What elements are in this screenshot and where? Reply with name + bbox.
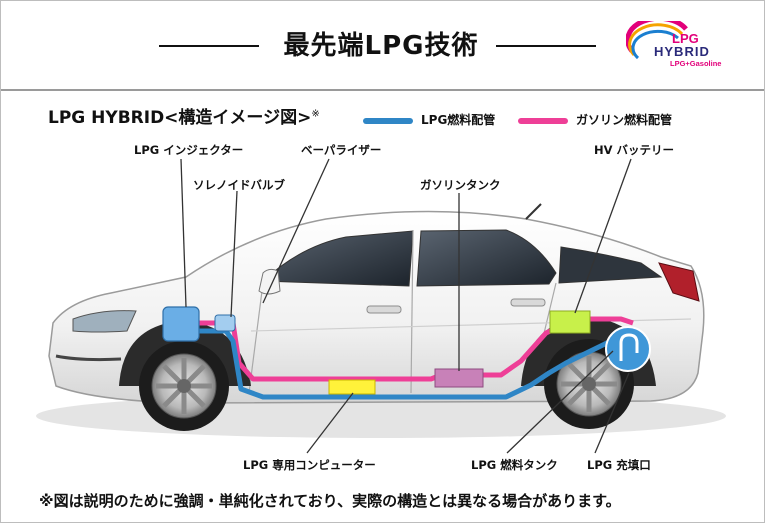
legend-lpg-label: LPG燃料配管: [421, 113, 496, 127]
front-wheel: [139, 341, 229, 431]
callout-gasoline-tank: ガソリンタンク: [420, 178, 501, 192]
callout-vaporizer: ベーパライザー: [301, 143, 382, 157]
gasoline-tank-unit: [434, 368, 484, 388]
leader-lpg-filler: [594, 372, 630, 454]
front-grille: [55, 354, 122, 362]
logo-swoosh-blue: [631, 29, 679, 60]
lpg-filler-nozzle-icon: [619, 333, 639, 361]
legend-gasoline-swatch: [518, 117, 568, 124]
legend-lpg-swatch: [363, 117, 413, 124]
door-seam-center: [410, 230, 414, 394]
logo-text-lpg: LPG: [672, 31, 699, 46]
title-rule-right: [496, 45, 596, 47]
legend-gasoline: ガソリン燃料配管: [518, 111, 672, 127]
subtitle-text: LPG HYBRID<構造イメージ図>: [48, 108, 312, 128]
callout-solenoid-valve: ソレノイドバルブ: [193, 178, 285, 192]
lpg-injector-unit: [162, 306, 200, 342]
lpg-hybrid-logo: LPG HYBRID LPG+Gasoline: [626, 21, 721, 68]
footer-note: ※図は説明のために強調・単純化されており、実際の構造とは異なる場合があります。: [39, 492, 621, 510]
callout-lpg-computer: LPG 専用コンピューター: [243, 458, 376, 472]
leader-hv-battery: [574, 158, 632, 314]
legend-lpg: LPG燃料配管: [363, 111, 495, 127]
callout-lpg-filler: LPG 充填口: [587, 458, 651, 472]
diagram-subtitle: LPG HYBRID<構造イメージ図>※: [48, 103, 320, 128]
roof-antenna: [525, 203, 542, 220]
title-rule-left: [159, 45, 259, 47]
leader-lpg-injector: [180, 158, 187, 308]
logo-swoosh-orange: [628, 23, 684, 57]
leader-vaporizer: [262, 158, 330, 304]
subtitle-note-mark: ※: [311, 108, 320, 120]
lpg-fuel-line: [197, 328, 626, 400]
leader-lpg-fuel-tank: [506, 350, 614, 454]
logo-text-fuel: LPG+Gasoline: [670, 59, 721, 68]
hv-battery-unit: [549, 310, 591, 334]
leader-solenoid-valve: [230, 190, 238, 318]
rear-window: [416, 229, 557, 287]
tail-light: [658, 262, 700, 302]
page-title: 最先端LPG技術: [283, 31, 479, 61]
lpg-computer-unit: [328, 379, 376, 395]
callout-lpg-fuel-tank: LPG 燃料タンク: [471, 458, 558, 472]
front-door-handle: [366, 305, 402, 314]
logo-swoosh-magenta: [626, 21, 688, 53]
callout-lpg-injector: LPG インジェクター: [134, 143, 244, 157]
logo-text-hybrid: HYBRID: [654, 44, 710, 59]
leader-lpg-computer: [306, 392, 354, 454]
legend-gasoline-label: ガソリン燃料配管: [576, 113, 673, 127]
solenoid-valve-unit: [214, 314, 236, 332]
rear-quarter-glass: [558, 246, 663, 284]
lpg-fuel-tank-unit: [605, 326, 651, 372]
callout-hv-battery: HV バッテリー: [594, 143, 675, 157]
headlight: [72, 310, 137, 333]
leader-lines: [180, 158, 632, 454]
rear-door-handle: [510, 298, 546, 307]
side-mirror: [258, 268, 281, 295]
header-bar: 最先端LPG技術 LPG HYBRID LPG+Gasoline: [1, 1, 764, 91]
